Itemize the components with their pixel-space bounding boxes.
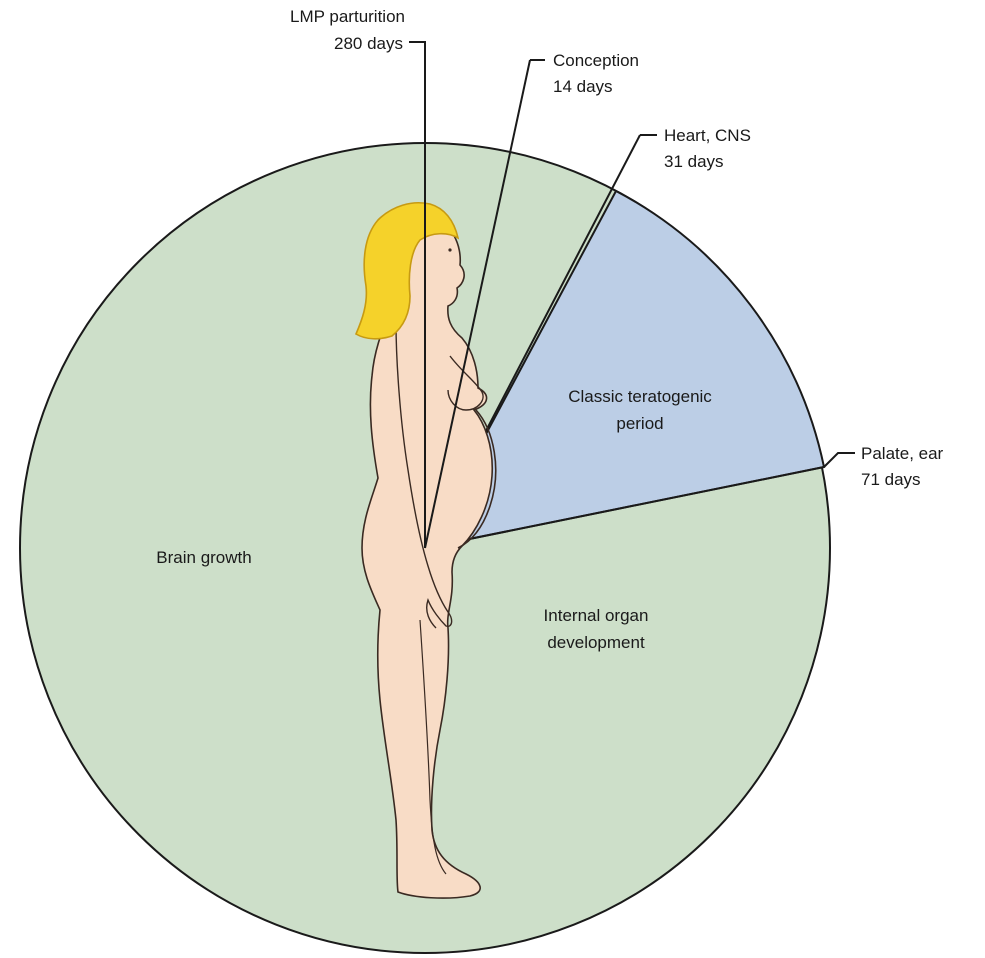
lmp-days-label: 280 days — [334, 34, 403, 53]
palate-ear-days-label: 71 days — [861, 470, 921, 489]
teratogenic-period-label-line2: period — [616, 414, 663, 433]
palate-ear-label: Palate, ear — [861, 444, 944, 463]
internal-organ-label-line2: development — [547, 633, 645, 652]
lmp-leader-line — [409, 42, 425, 132]
teratogenic-period-label: Classic teratogenic — [568, 387, 712, 406]
eye-icon — [448, 248, 451, 251]
lmp-label: LMP parturition — [290, 7, 405, 26]
brain-growth-label: Brain growth — [156, 548, 251, 567]
conception-label: Conception — [553, 51, 639, 70]
internal-organ-label: Internal organ — [544, 606, 649, 625]
palate-ear-leader-line — [824, 453, 855, 467]
heart-cns-label: Heart, CNS — [664, 126, 751, 145]
conception-days-label: 14 days — [553, 77, 613, 96]
heart-cns-days-label: 31 days — [664, 152, 724, 171]
